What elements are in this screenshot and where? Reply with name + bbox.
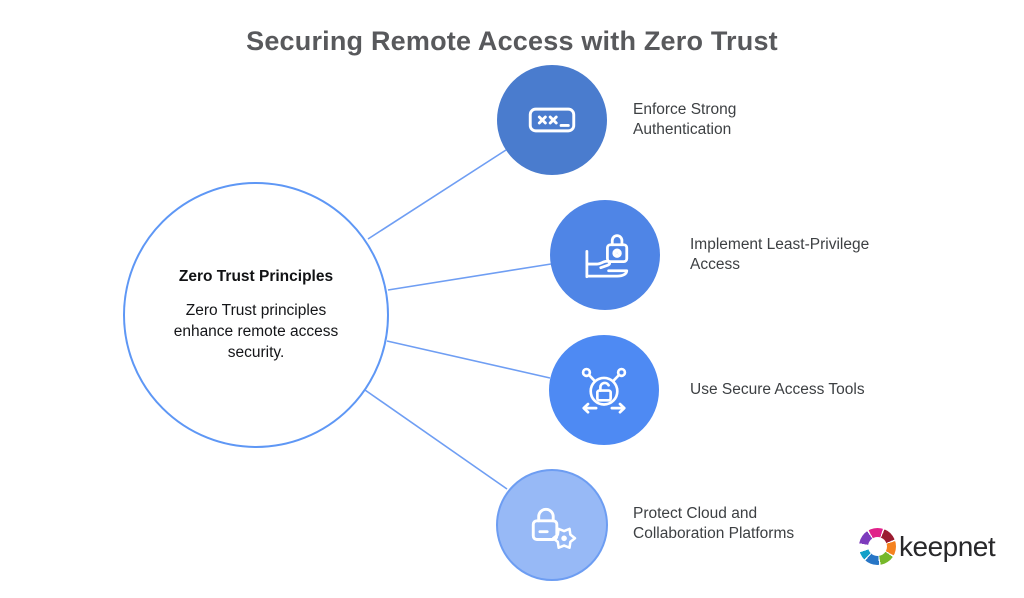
lock-on-hand-icon [585,234,629,279]
password-field-icon [528,107,576,133]
lock-and-gear-icon [531,507,577,549]
connector-line [387,263,552,291]
label-use-secure-access-tools: Use Secure Access Tools [690,381,865,398]
keepnet-logo-icon [859,528,896,565]
node-enforce-strong-authentication [497,65,607,175]
label-protect-cloud-collaboration: Protect Cloud and Collaboration Platform… [633,505,795,542]
connector-line [364,389,508,490]
node-use-secure-access-tools [549,335,659,445]
keepnet-wordmark: keepnet [899,530,996,562]
center-node-zero-trust-principles: Zero Trust Principles Zero Trust princip… [123,182,389,448]
label-enforce-strong-authentication: Enforce Strong Authentication [633,101,737,138]
center-node-heading: Zero Trust Principles [178,267,334,285]
connector-line [367,149,507,240]
center-node-description: Zero Trust principles enhance remote acc… [173,301,339,361]
label-implement-least-privilege-access: Implement Least-Privilege Access [690,236,870,273]
page-title: Securing Remote Access with Zero Trust [246,26,778,56]
secure-network-lock-icon [581,367,627,414]
keepnet-logo: keepnet [859,528,996,565]
node-implement-least-privilege-access [550,200,660,310]
connector-line [386,340,551,379]
node-protect-cloud-collaboration [496,469,608,581]
